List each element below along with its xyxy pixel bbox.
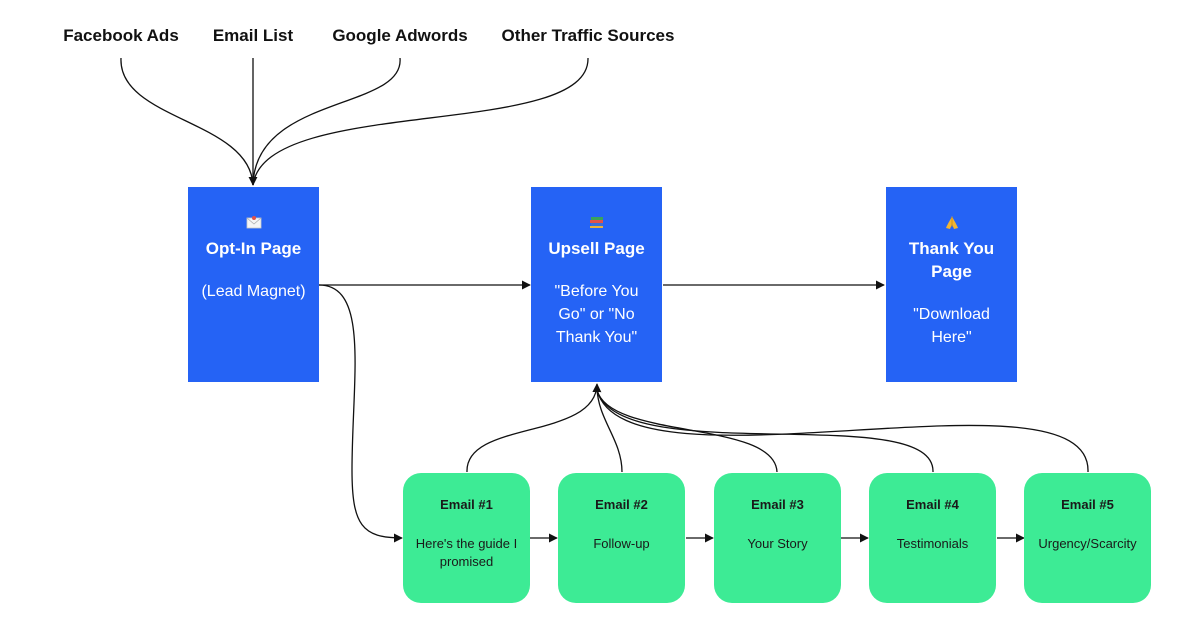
- email-box-3: Email #3 Your Story: [714, 473, 841, 603]
- email-box-4: Email #4 Testimonials: [869, 473, 996, 603]
- connector-facebook-to-optin: [120, 57, 254, 186]
- thankyou-page-box: Thank You Page "Download Here": [886, 187, 1017, 382]
- optin-page-subtitle: (Lead Magnet): [201, 283, 306, 300]
- envelope-icon: [188, 215, 319, 235]
- email-1-subtitle: Here's the guide I promised: [415, 536, 518, 569]
- email-2-title: Email #2: [595, 497, 648, 512]
- source-facebook-ads: Facebook Ads: [63, 26, 179, 45]
- connector-email4-to-upsell: [596, 389, 934, 473]
- email-4-subtitle: Testimonials: [896, 536, 969, 551]
- thankyou-page-title: Thank You Page: [908, 239, 995, 281]
- email-2-subtitle: Follow-up: [593, 536, 650, 551]
- connector-email5-to-upsell: [596, 389, 1089, 473]
- connector-email3-to-upsell: [596, 389, 778, 473]
- email-box-5: Email #5 Urgency/Scarcity: [1024, 473, 1151, 603]
- source-google-adwords: Google Adwords: [332, 26, 468, 45]
- upsell-page-box: Upsell Page "Before You Go" or "No Thank…: [531, 187, 662, 382]
- email-5-subtitle: Urgency/Scarcity: [1038, 536, 1137, 551]
- connector-email2-to-upsell: [596, 387, 623, 473]
- thankyou-page-subtitle: "Download Here": [913, 306, 990, 346]
- books-icon: [531, 215, 662, 235]
- email-5-title: Email #5: [1061, 497, 1114, 512]
- upsell-page-title: Upsell Page: [548, 239, 645, 258]
- optin-page-title: Opt-In Page: [205, 239, 302, 258]
- email-3-title: Email #3: [751, 497, 804, 512]
- email-3-subtitle: Your Story: [747, 536, 808, 551]
- upsell-page-subtitle: "Before You Go" or "No Thank You": [554, 283, 639, 346]
- connector-adwords-to-optin: [252, 57, 401, 186]
- email-box-2: Email #2 Follow-up: [558, 473, 685, 603]
- praying-hands-icon: [886, 215, 1017, 235]
- email-1-title: Email #1: [440, 497, 493, 512]
- email-4-title: Email #4: [906, 497, 959, 512]
- email-box-1: Email #1 Here's the guide I promised: [403, 473, 530, 603]
- connector-email1-to-upsell: [466, 383, 602, 473]
- connector-optin-to-email1: [318, 284, 403, 543]
- source-other-traffic: Other Traffic Sources: [501, 26, 675, 45]
- optin-page-box: Opt-In Page (Lead Magnet): [188, 187, 319, 382]
- connector-other-to-optin: [252, 57, 589, 186]
- source-email-list: Email List: [212, 26, 294, 45]
